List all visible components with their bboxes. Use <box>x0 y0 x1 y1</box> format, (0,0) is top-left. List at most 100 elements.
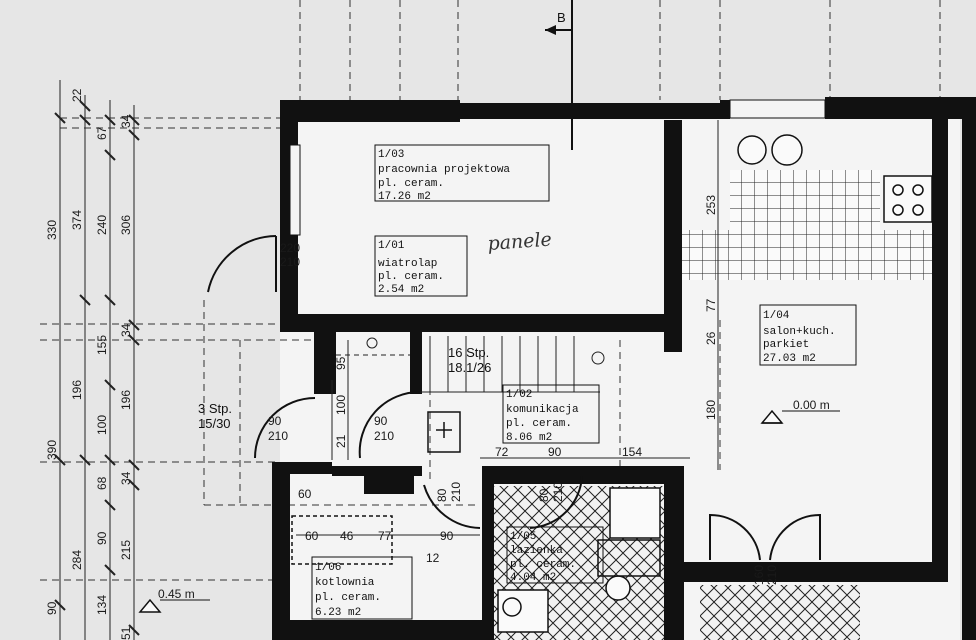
room-id: 1/01 <box>378 240 405 252</box>
kitchen-tiles <box>682 230 932 280</box>
dim-60-lower: 60 <box>305 529 319 543</box>
room-1-04: 1/04 salon+kuch. parkiet 27.03 m2 <box>763 310 836 365</box>
door-height: 210 <box>765 565 779 585</box>
room-id: 1/04 <box>763 310 790 322</box>
dim-col3-3: 100 <box>95 415 109 435</box>
dim-col4-6: 51 <box>119 626 133 640</box>
windows <box>289 99 826 236</box>
dim-180: 180 <box>704 400 718 420</box>
room-floor: pl. ceram. <box>378 178 444 190</box>
room-id: 1/06 <box>315 562 341 574</box>
terrace-tiles <box>700 585 860 640</box>
door-width: 160 <box>752 565 766 585</box>
door-label-6: 160 210 <box>752 565 779 585</box>
dim-col2-3: 284 <box>70 550 84 570</box>
door-label-2: 220 210 <box>280 241 300 269</box>
room-name: wiatrolap <box>378 258 437 270</box>
dim-77-lower: 77 <box>378 529 392 543</box>
stairs-main-ratio: 18.1/26 <box>448 360 491 375</box>
room-area: 4.04 m2 <box>510 572 556 584</box>
room-name: salon+kuch. <box>763 326 836 338</box>
dim-col1-2: 90 <box>45 601 59 615</box>
level-marker-1: 0.45 m <box>138 587 210 613</box>
door-width: 90 <box>268 414 282 428</box>
door-height: 210 <box>374 429 394 443</box>
door-height: 210 <box>280 255 300 269</box>
room-name: komunikacja <box>506 404 579 416</box>
dim-col2-2: 196 <box>70 380 84 400</box>
dim-26: 26 <box>704 331 718 345</box>
door-height: 210 <box>268 429 288 443</box>
dim-253: 253 <box>704 195 718 215</box>
dim-72: 72 <box>495 445 509 459</box>
dim-col3-2: 155 <box>95 335 109 355</box>
dim-col1-0: 330 <box>45 220 59 240</box>
room-id: 1/02 <box>506 389 532 401</box>
section-marker-label: B <box>557 10 566 25</box>
door-width: 80 <box>537 488 551 502</box>
room-area: 6.23 m2 <box>315 607 361 619</box>
dim-col4-0: 34 <box>119 114 133 128</box>
dim-21: 21 <box>334 434 348 448</box>
door-label-1: 90 210 <box>268 414 288 443</box>
dim-77: 77 <box>704 298 718 312</box>
room-1-06: 1/06 kotlownia pl. ceram. 6.23 m2 <box>315 562 381 619</box>
dim-col1-1: 390 <box>45 440 59 460</box>
dim-col3-5: 90 <box>95 531 109 545</box>
dim-col3-0: 67 <box>95 126 109 140</box>
door-label-5: 80 210 <box>537 482 565 502</box>
room-floor: pl. ceram. <box>315 592 381 604</box>
dim-90-lower: 90 <box>440 529 454 543</box>
stairs-main-label: 16 Stp. <box>448 345 489 360</box>
stairs-entry-label: 3 Stp. <box>198 401 232 416</box>
dim-90-top: 90 <box>548 445 562 459</box>
fixtures <box>291 134 933 633</box>
room-area: 27.03 m2 <box>763 353 816 365</box>
room-id: 1/05 <box>510 531 536 543</box>
room-1-02: 1/02 komunikacja pl. ceram. 8.06 m2 <box>506 389 579 444</box>
room-floor: pl. ceram. <box>506 418 572 430</box>
room-area: 8.06 m2 <box>506 432 552 444</box>
door-height: 210 <box>449 482 463 502</box>
room-floor: pl. ceram. <box>378 271 444 283</box>
room-name: pracownia projektowa <box>378 164 510 176</box>
door-swings <box>207 235 821 561</box>
door-width: 220 <box>280 241 300 255</box>
kitchen-tiles-upper <box>730 170 880 232</box>
door-label-4: 80 210 <box>435 482 463 502</box>
dim-12: 12 <box>426 551 440 565</box>
left-dimension-lines <box>54 80 140 640</box>
room-1-01: 1/01 wiatrolap pl. ceram. 2.54 m2 <box>378 240 444 296</box>
dim-col3-4: 68 <box>95 476 109 490</box>
dim-46: 46 <box>340 529 354 543</box>
door-width: 80 <box>435 488 449 502</box>
dim-col4-5: 215 <box>119 540 133 560</box>
interior-dimension-lines <box>296 120 719 536</box>
dim-col4-2: 34 <box>119 323 133 337</box>
room-name: lazienka <box>510 545 563 557</box>
dim-60-upper: 60 <box>298 487 312 501</box>
dim-col4-1: 306 <box>119 215 133 235</box>
dim-col2-1: 374 <box>70 210 84 230</box>
handwritten-note: panele <box>487 229 553 255</box>
level-value: 0.00 m <box>793 398 830 412</box>
dim-col4-4: 34 <box>119 471 133 485</box>
room-id: 1/03 <box>378 149 404 161</box>
room-name: kotlownia <box>315 577 375 589</box>
dim-154: 154 <box>622 445 642 459</box>
room-floor: pl. ceram. <box>510 559 576 571</box>
dim-col2-0: 22 <box>70 88 84 102</box>
room-label-frames <box>311 144 857 620</box>
door-width: 90 <box>374 414 388 428</box>
room-area: 2.54 m2 <box>378 284 424 296</box>
dim-col3-6: 134 <box>95 595 109 615</box>
room-area: 17.26 m2 <box>378 191 431 203</box>
level-value: 0.45 m <box>158 587 195 601</box>
stairs-entry-ratio: 15/30 <box>198 416 231 431</box>
dim-col4-3: 196 <box>119 390 133 410</box>
room-1-05: 1/05 lazienka pl. ceram. 4.04 m2 <box>510 531 576 584</box>
room-floor: parkiet <box>763 339 809 351</box>
dim-100: 100 <box>334 395 348 415</box>
level-marker-0: 0.00 m <box>760 398 840 424</box>
